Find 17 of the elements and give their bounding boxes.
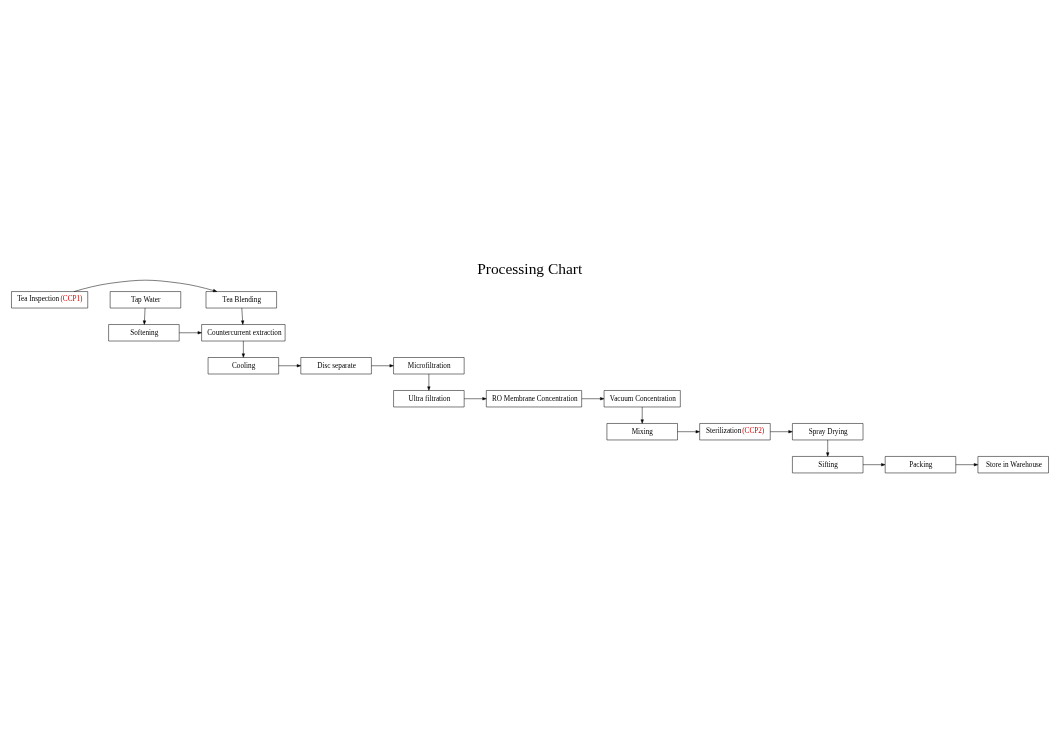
arrow (862, 462, 886, 466)
arrow (770, 429, 793, 433)
diagram-title: Processing Chart (477, 258, 583, 276)
arrow (142, 307, 146, 325)
arrow (371, 363, 394, 367)
arrow (427, 373, 431, 391)
arrow (241, 307, 245, 325)
arrow (677, 429, 700, 433)
arrow (278, 363, 301, 367)
arrow (640, 406, 644, 424)
arrow (826, 439, 830, 457)
arrow (241, 340, 245, 358)
arrow (73, 279, 218, 292)
arrow (955, 462, 979, 466)
arrow (581, 396, 605, 400)
arrow (179, 330, 202, 334)
arrow (463, 396, 487, 400)
